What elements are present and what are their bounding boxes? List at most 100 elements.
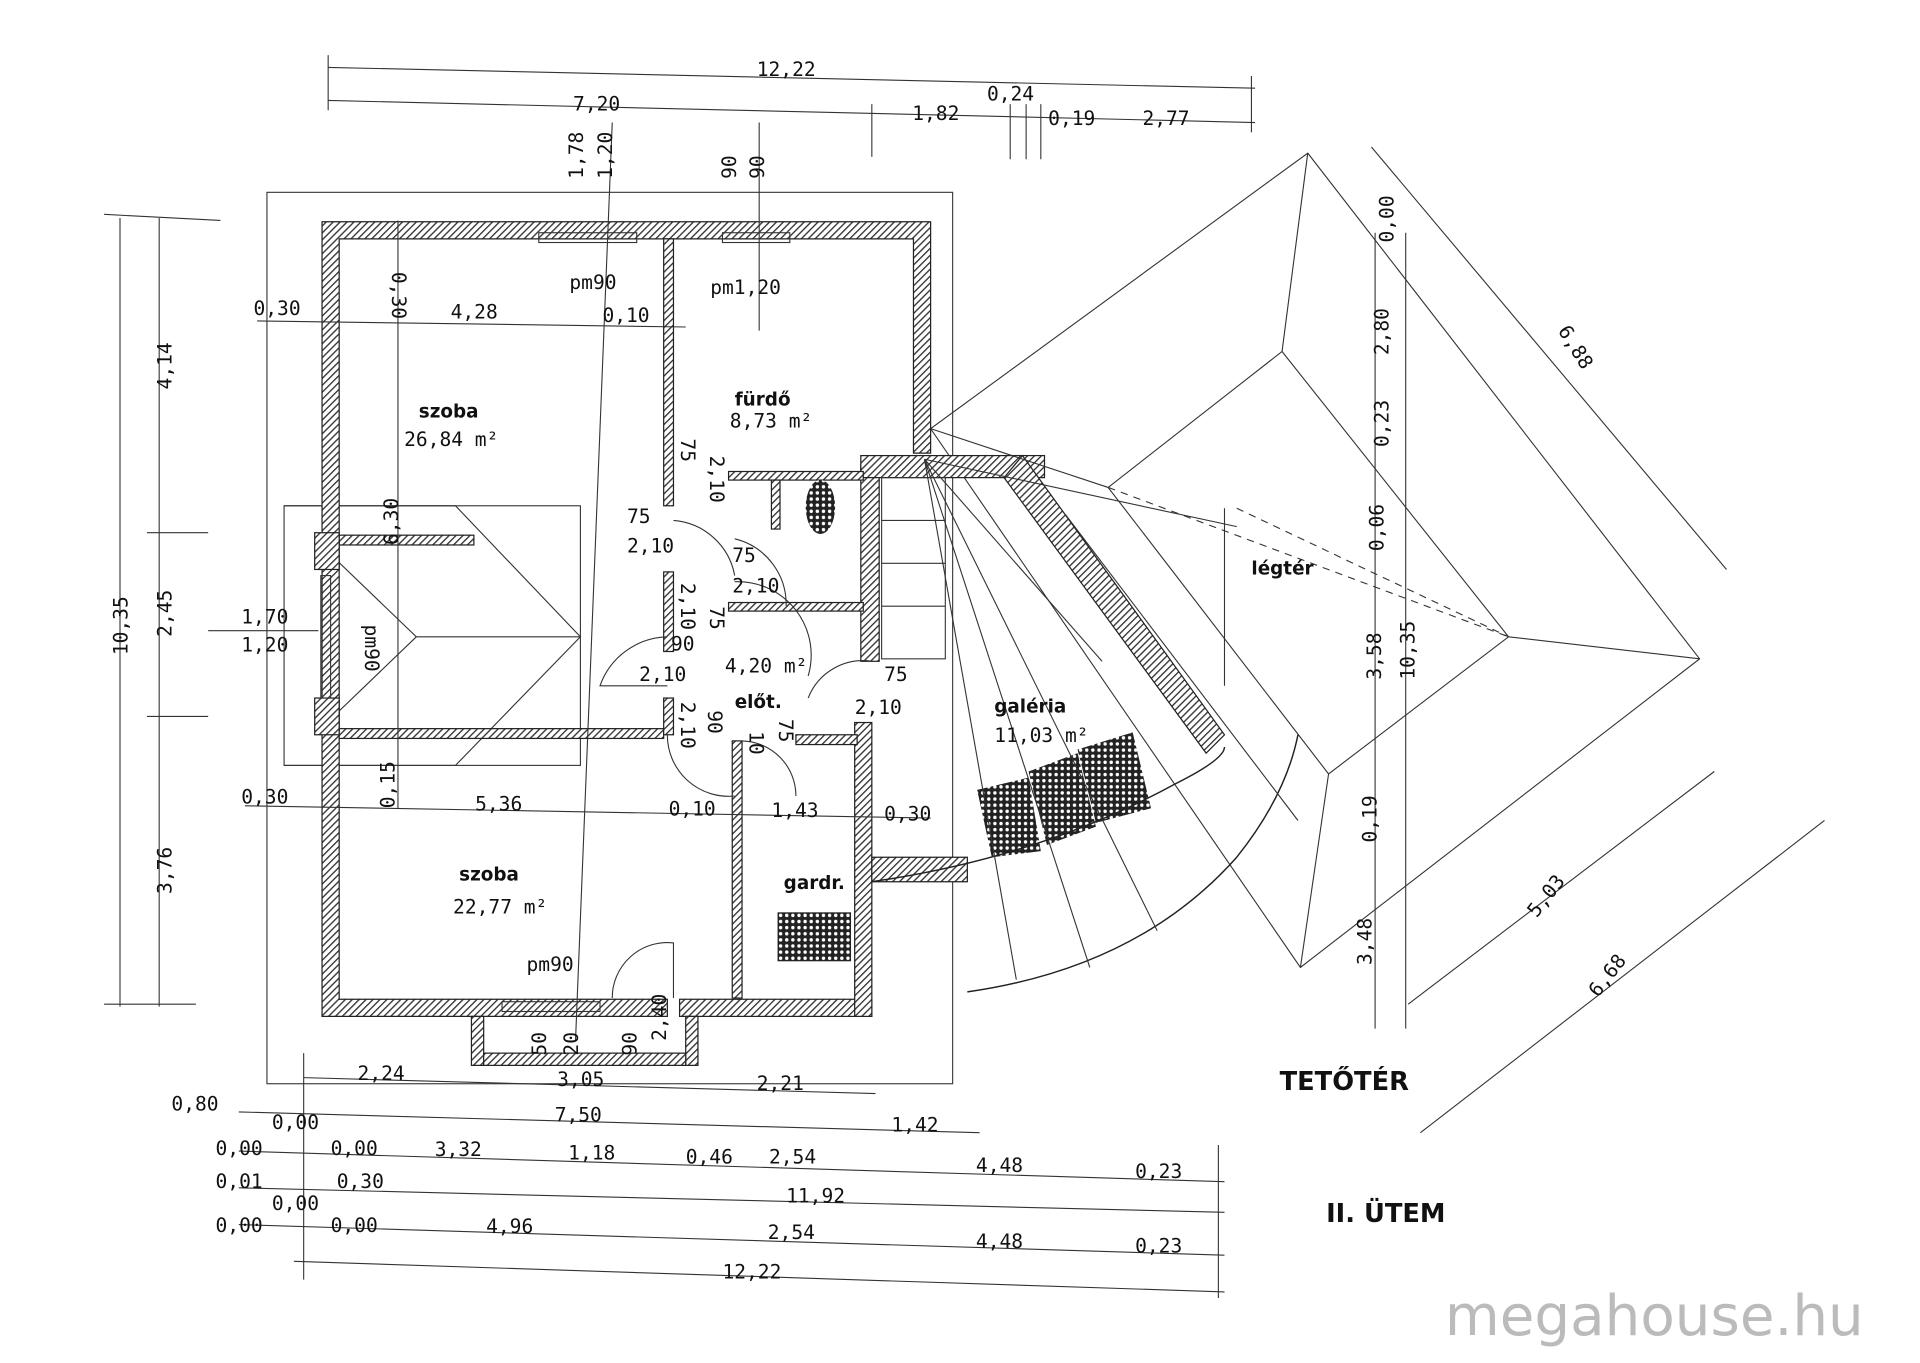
dimension-label: 4,48 [976, 1154, 1023, 1177]
dimension-label: 2,24 [358, 1062, 405, 1085]
doors [599, 519, 872, 999]
dimension-label: 3,32 [435, 1138, 482, 1161]
dimension-label: 0,00 [272, 1192, 319, 1215]
room-name: gardr. [784, 873, 845, 894]
dimension-label: 0,00 [272, 1111, 319, 1134]
dimension-label: 2,77 [1142, 107, 1189, 130]
dimension-label: 12,22 [757, 58, 816, 81]
dimension-label: 6,30 [380, 498, 403, 545]
dimension-label: 0,19 [1048, 107, 1095, 130]
dimension-label: 0,30 [884, 802, 931, 825]
door-label: 75 [627, 505, 651, 528]
dimension-label: 0,80 [171, 1093, 218, 1116]
dimension-label: 3,05 [557, 1068, 604, 1091]
door-label: 2,10 [639, 663, 686, 686]
dimension-label: 3,76 [153, 847, 176, 894]
door-label: 2,10 [676, 583, 699, 630]
door-label: 2,10 [627, 534, 674, 557]
dimension-label: 1,20 [594, 132, 617, 179]
dimension-label: 0,46 [686, 1145, 733, 1168]
dimension-label: 0,30 [241, 785, 288, 808]
dimension-label: 1,42 [891, 1114, 938, 1137]
dimension-label: 0,30 [387, 272, 410, 319]
door-label: 2,10 [676, 702, 699, 749]
dimension-label: 10,35 [1396, 621, 1419, 680]
room-name: légtér [1251, 558, 1313, 579]
room-name: szoba [459, 864, 519, 885]
door-label: 10 [744, 731, 767, 755]
dimension-label: 0,15 [376, 761, 399, 808]
dimension-label: 20 [560, 1032, 583, 1056]
dimension-label: 0,01 [216, 1170, 263, 1193]
door-label: 75 [774, 719, 797, 743]
dimension-label: 1,43 [771, 799, 818, 822]
door-label: 90 [671, 632, 695, 655]
dimension-label: 2,54 [769, 1145, 816, 1168]
dimension-label: 10,35 [109, 596, 132, 655]
dimension-label: 0,00 [331, 1214, 378, 1237]
dimension-lines [104, 55, 1825, 1299]
door-label: 75 [732, 544, 756, 567]
room-name: galéria [994, 697, 1066, 718]
door-label: 2,10 [705, 456, 728, 503]
watermark: megahouse.hu [1445, 1284, 1864, 1349]
room-area: 4,20 m² [725, 654, 808, 677]
window-label: pm90 [360, 625, 383, 672]
dimension-label: 5,03 [1523, 870, 1570, 921]
dimension-label: 1,70 [241, 605, 288, 628]
door-label: 75 [884, 663, 908, 686]
dimension-label: 7,20 [573, 92, 620, 115]
dimension-label: 6,88 [1553, 321, 1597, 373]
dimension-label: 4,96 [486, 1215, 533, 1238]
dimension-label: 0,23 [1135, 1160, 1182, 1183]
door-label: 2,10 [855, 696, 902, 719]
dimension-label: 50 [528, 1032, 551, 1056]
dimension-label: 0,23 [1371, 400, 1394, 447]
dimension-label: 90 [718, 155, 741, 179]
dimension-label: 0,30 [337, 1170, 384, 1193]
dimension-label: 4,14 [153, 342, 176, 389]
dimension-label: 4,28 [451, 300, 498, 323]
dimension-label: 7,50 [555, 1104, 602, 1127]
window-label: pm90 [527, 953, 574, 976]
dimension-label: 4,48 [976, 1230, 1023, 1253]
phase-label: II. ÜTEM [1326, 1196, 1445, 1229]
plan-title: TETŐTÉR [1280, 1065, 1410, 1097]
walls [314, 221, 1226, 1066]
dimension-label: 11,92 [786, 1185, 845, 1208]
door-label: 90 [703, 710, 726, 734]
dimension-label: 0,10 [602, 304, 649, 327]
room-name: szoba [419, 402, 479, 423]
dimension-label: 0,00 [216, 1137, 263, 1160]
dimension-label: 0,06 [1366, 504, 1389, 551]
dimension-label: 2,21 [757, 1072, 804, 1095]
dimension-label: 2,40 [648, 994, 671, 1041]
dimension-label: 12,22 [722, 1260, 781, 1283]
dimension-label: 0,00 [216, 1214, 263, 1237]
dimension-label: 5,36 [475, 793, 522, 816]
dimension-label: 0,10 [669, 798, 716, 821]
room-name: fürdő [735, 389, 791, 410]
dimension-label: 0,00 [331, 1137, 378, 1160]
dimension-label: 0,00 [1375, 195, 1398, 242]
dimension-label: 2,80 [1371, 308, 1394, 355]
dimension-label: 0,24 [987, 82, 1034, 105]
dimension-label: 0,19 [1358, 795, 1381, 842]
fixtures [777, 480, 1152, 962]
window-label: pm90 [569, 271, 616, 294]
dimension-label: 2,45 [153, 590, 176, 637]
dimension-label: 3,48 [1353, 918, 1376, 965]
room-area: 8,73 m² [730, 409, 813, 432]
dimension-label: 90 [746, 155, 769, 179]
dimension-label: 0,30 [253, 297, 300, 320]
dimension-label: 90 [619, 1032, 642, 1056]
windows [320, 232, 791, 1013]
window-label: pm1,20 [710, 276, 781, 299]
dimension-label: 1,82 [912, 102, 959, 125]
dimension-label: 1,18 [568, 1142, 615, 1165]
room-area: 11,03 m² [994, 724, 1088, 747]
room-area: 26,84 m² [404, 428, 498, 451]
